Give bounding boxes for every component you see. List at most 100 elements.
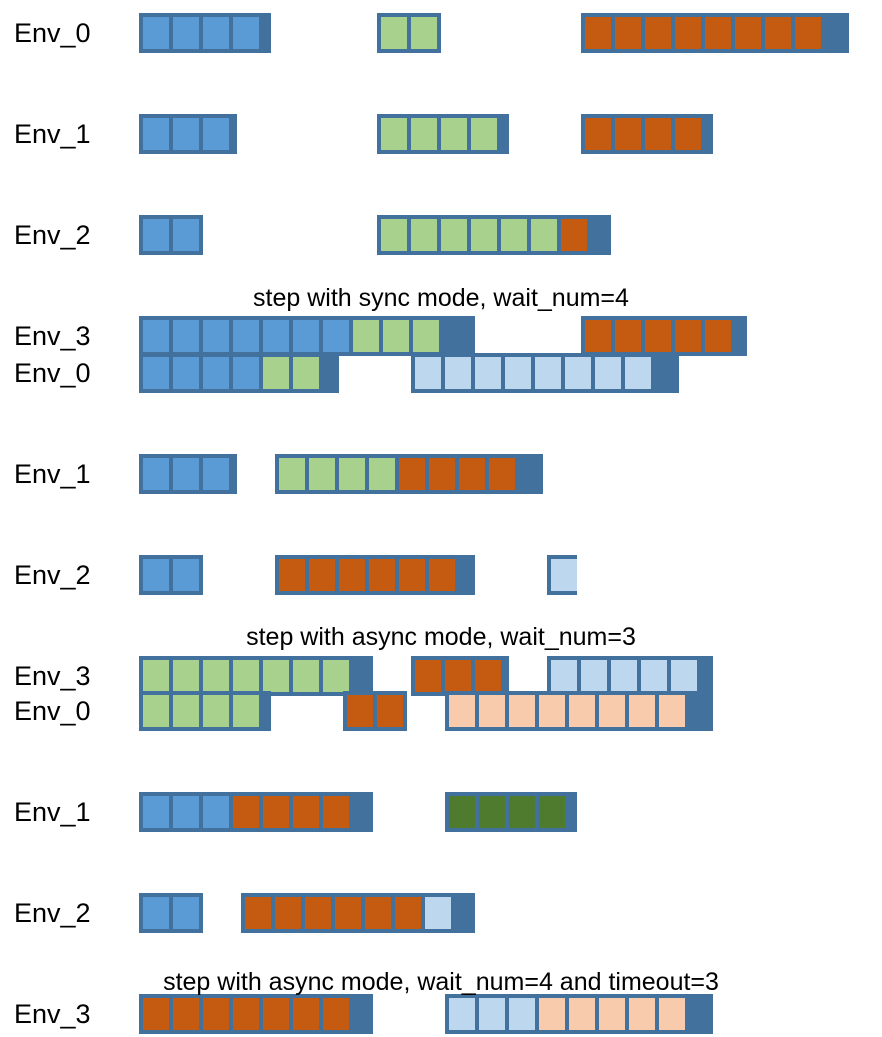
- step-cell-orange: [795, 17, 821, 49]
- step-cell-blue: [203, 458, 229, 490]
- step-cell-dark-green: [509, 796, 535, 828]
- env-row: Env_2: [0, 212, 882, 258]
- step-cell-light-blue: [625, 357, 651, 389]
- step-cell-green: [203, 695, 229, 727]
- step-cell-orange: [323, 796, 349, 828]
- env-row-label: Env_0: [14, 18, 91, 48]
- env-row-track: [0, 991, 882, 1037]
- step-block: [275, 454, 543, 494]
- step-cell-green: [411, 118, 437, 150]
- step-cell-peach: [479, 695, 505, 727]
- step-cell-blue: [143, 17, 169, 49]
- step-cell-orange: [275, 897, 301, 929]
- step-cell-green: [381, 219, 407, 251]
- step-cell-orange: [293, 998, 319, 1030]
- step-cell-green: [383, 320, 409, 352]
- step-cell-green: [263, 660, 289, 692]
- env-row: Env_2: [0, 552, 882, 598]
- step-cell-green: [309, 458, 335, 490]
- step-cell-green: [381, 17, 407, 49]
- step-cell-light-blue: [581, 660, 607, 692]
- step-cell-green: [173, 660, 199, 692]
- step-cell-blue: [203, 320, 229, 352]
- panel-caption: step with async mode, wait_num=3: [246, 623, 636, 651]
- step-cell-light-blue: [595, 357, 621, 389]
- step-cell-light-blue: [445, 357, 471, 389]
- step-block: [139, 656, 373, 696]
- step-cell-blue: [203, 796, 229, 828]
- step-cell-green: [143, 660, 169, 692]
- step-block: [445, 792, 577, 832]
- step-block: [241, 893, 475, 933]
- step-cell-blue: [143, 118, 169, 150]
- step-cell-peach: [539, 998, 565, 1030]
- env-row: Env_1: [0, 451, 882, 497]
- step-cell-orange: [561, 219, 587, 251]
- env-row: Env_0: [0, 688, 882, 734]
- step-cell-orange: [675, 320, 701, 352]
- step-block: [411, 353, 679, 393]
- step-block: [275, 555, 475, 595]
- step-cell-peach: [629, 695, 655, 727]
- env-row-track: [0, 451, 882, 497]
- step-cell-blue: [173, 320, 199, 352]
- step-block: [139, 691, 271, 731]
- step-cell-light-blue: [425, 897, 451, 929]
- env-row: Env_3: [0, 653, 882, 699]
- step-cell-orange: [475, 660, 501, 692]
- step-cell-orange: [705, 320, 731, 352]
- step-cell-peach: [599, 695, 625, 727]
- step-cell-light-blue: [475, 357, 501, 389]
- env-row: Env_0: [0, 10, 882, 56]
- step-cell-orange: [459, 458, 485, 490]
- env-row-track: [0, 653, 882, 699]
- env-row-track: [0, 212, 882, 258]
- step-block: [581, 114, 713, 154]
- step-cell-blue: [203, 17, 229, 49]
- env-row-label: Env_3: [14, 321, 91, 351]
- step-block: [445, 691, 713, 731]
- step-cell-orange: [263, 796, 289, 828]
- panel-caption: step with sync mode, wait_num=4: [253, 284, 629, 312]
- step-cell-green: [369, 458, 395, 490]
- step-cell-peach: [539, 695, 565, 727]
- step-cell-light-blue: [509, 998, 535, 1030]
- step-cell-blue: [173, 118, 199, 150]
- step-cell-orange: [705, 17, 731, 49]
- step-cell-light-blue: [449, 998, 475, 1030]
- step-cell-peach: [569, 998, 595, 1030]
- step-block: [139, 114, 237, 154]
- step-cell-orange: [615, 118, 641, 150]
- step-cell-blue: [143, 559, 169, 591]
- env-row-label: Env_1: [14, 119, 91, 149]
- step-cell-blue: [143, 219, 169, 251]
- step-cell-light-blue: [611, 660, 637, 692]
- step-cell-orange: [309, 559, 335, 591]
- step-cell-green: [411, 219, 437, 251]
- step-block: [139, 454, 237, 494]
- step-block: [139, 792, 373, 832]
- step-cell-orange: [585, 17, 611, 49]
- env-row-label: Env_2: [14, 898, 91, 928]
- step-cell-light-blue: [551, 660, 577, 692]
- env-row-track: [0, 350, 882, 396]
- step-cell-green: [339, 458, 365, 490]
- step-block: [411, 656, 509, 696]
- step-cell-orange: [675, 118, 701, 150]
- step-cell-orange: [735, 17, 761, 49]
- step-cell-green: [173, 695, 199, 727]
- step-block: [139, 353, 339, 393]
- step-cell-green: [441, 219, 467, 251]
- env-row-track: [0, 10, 882, 56]
- step-block: [139, 13, 271, 53]
- step-cell-peach: [509, 695, 535, 727]
- step-cell-orange: [339, 559, 365, 591]
- step-cell-orange: [233, 796, 259, 828]
- step-cell-orange: [615, 320, 641, 352]
- step-cell-orange: [323, 998, 349, 1030]
- env-row-track: [0, 688, 882, 734]
- step-block: [377, 114, 509, 154]
- step-cell-dark-green: [479, 796, 505, 828]
